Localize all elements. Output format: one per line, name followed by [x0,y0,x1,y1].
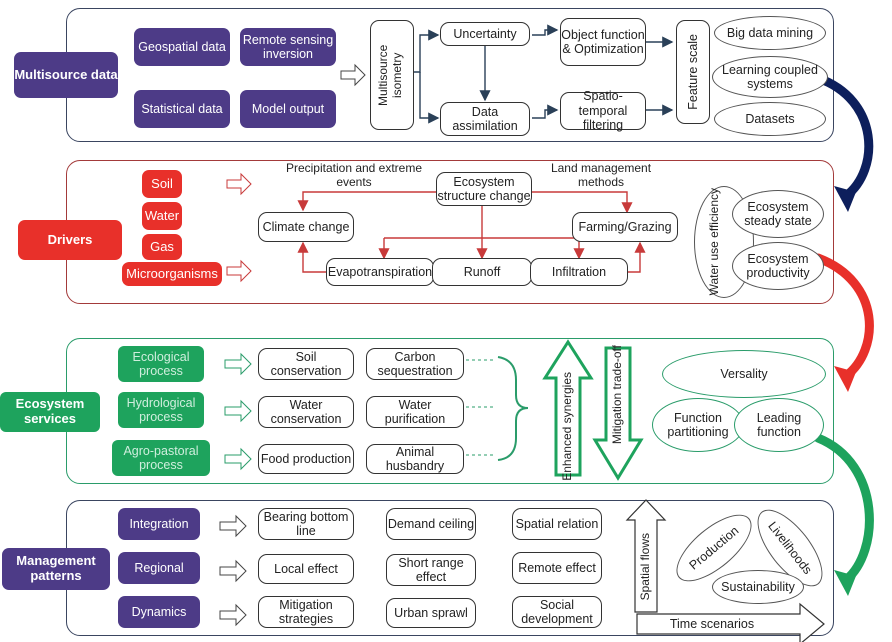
uncertainty-box: Uncertainty [440,22,530,46]
remote-sensing-box: Remote sensing inversion [240,28,336,66]
regional-box: Regional [118,552,200,584]
model-output-box: Model output [240,90,336,128]
up-arrow-icon [542,339,594,477]
spatial-flows-label-wrap: Spatial flows [636,522,656,612]
urban-sprawl-box: Urban sprawl [386,598,476,628]
isometry-box: Multisource isometry [370,20,414,130]
productivity-ellipse: Ecosystem productivity [732,242,824,290]
water-purification-box: Water purification [366,396,464,428]
farming-box: Farming/Grazing [572,212,678,242]
geospatial-data-box: Geospatial data [134,28,230,66]
synergies-label: Enhanced synergies [560,371,575,481]
isometry-label: Multisource isometry [376,44,404,106]
leading-function-ellipse: Leading function [734,398,824,452]
green-curve-arrow-icon [813,433,874,585]
time-scenarios-label: Time scenarios [669,617,755,631]
feature-scale-box: Feature scale [676,20,710,124]
drivers-title: Drivers [18,220,122,260]
hollow-arrow-icon [224,352,252,376]
steady-state-ellipse: Ecosystem steady state [732,190,824,238]
red-curve-arrow-icon [813,253,874,381]
bracket [497,356,529,461]
gas-box: Gas [142,234,182,260]
tradeoff-label-wrap: Mitigation trade-off [606,345,630,444]
multisource-title: Multisource data [14,52,118,98]
infiltration-box: Infiltration [530,258,628,286]
services-title: Ecosystem services [0,392,100,432]
integration-box: Integration [118,508,200,540]
hollow-arrow-icon [219,559,247,583]
mitigation-strategies-box: Mitigation strategies [258,596,354,628]
hydrological-process-box: Hydrological process [118,392,204,428]
spatial-flows-arrow-icon [625,499,667,613]
demand-ceiling-box: Demand ceiling [386,508,476,540]
land-management-label: Land management methods [550,161,652,189]
hollow-arrow-icon [224,399,252,423]
hollow-arrow-icon [224,447,252,471]
water-box: Water [142,202,182,230]
short-range-effect-box: Short range effect [386,554,476,586]
hollow-arrow-icon [340,63,366,87]
animal-husbandry-box: Animal husbandry [366,444,464,474]
feature-scale-label: Feature scale [685,34,700,110]
spatio-temporal-box: Spatio-temporal filtering [560,89,646,132]
bearing-bottom-line-box: Bearing bottom line [258,508,354,540]
data-assimilation-box: Data assimilation [440,102,530,136]
big-data-mining-ellipse: Big data mining [714,16,826,50]
spatial-relation-box: Spatial relation [512,508,602,540]
social-development-box: Social development [512,596,602,628]
ecological-process-box: Ecological process [118,346,204,382]
tradeoff-label: Mitigation trade-off [610,345,625,445]
runoff-box: Runoff [432,258,532,286]
ecosystem-change-box: Ecosystem structure change [436,172,532,206]
down-arrow-icon [592,346,644,481]
statistical-data-box: Statistical data [134,90,230,128]
navy-curve-arrow-icon [813,73,874,201]
spatial-flows-label: Spatial flows [638,533,653,601]
datasets-ellipse: Datasets [714,102,826,136]
management-title: Management patterns [2,548,110,590]
hollow-arrow-icon [226,259,252,283]
soil-box: Soil [142,170,182,198]
synergies-label-wrap: Enhanced synergies [556,372,580,481]
evapotranspiration-box: Evapotranspiration [326,258,434,286]
hollow-arrow-icon [219,514,247,538]
climate-change-box: Climate change [258,212,354,242]
hollow-arrow-icon [219,603,247,627]
carbon-sequestration-box: Carbon sequestration [366,348,464,380]
food-production-box: Food production [258,444,354,474]
precipitation-label: Precipitation and extreme events [285,161,423,189]
agro-pastoral-process-box: Agro-pastoral process [112,440,210,476]
remote-effect-box: Remote effect [512,552,602,584]
versality-ellipse: Versality [662,350,826,398]
hollow-arrow-icon [226,172,252,196]
microorganisms-box: Microorganisms [122,262,222,286]
dynamics-box: Dynamics [118,596,200,628]
local-effect-box: Local effect [258,554,354,584]
water-conservation-box: Water conservation [258,396,354,428]
partitioning-ellipse: Function partitioning [652,398,744,452]
soil-conservation-box: Soil conservation [258,348,354,380]
learning-systems-ellipse: Learning coupled systems [712,56,828,98]
object-function-box: Object function & Optimization [560,18,646,66]
sustainability-oval: Sustainability [712,570,804,604]
time-scenarios-arrow-icon [636,602,825,642]
